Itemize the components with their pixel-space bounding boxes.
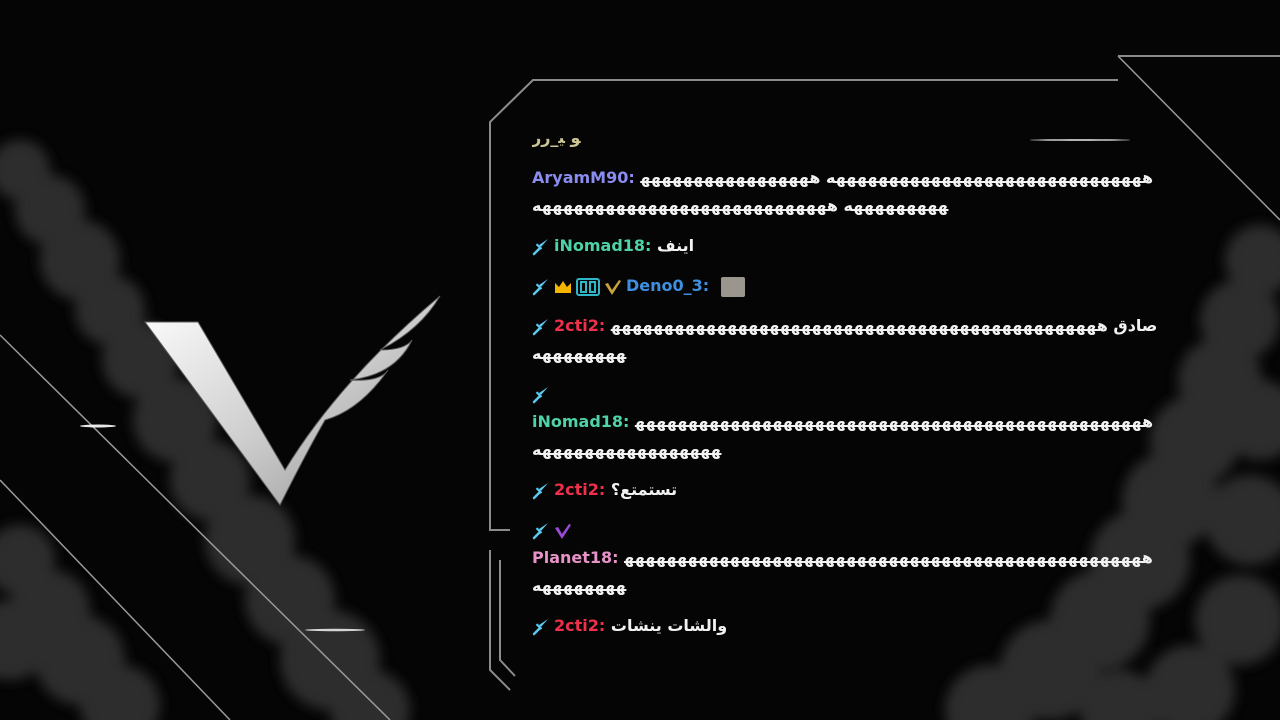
chat-username[interactable]: iNomad18: — [532, 412, 630, 431]
chat-message: Deno0_3: — [532, 272, 1162, 300]
chat-emote-icon — [720, 276, 745, 297]
sword-badge-icon — [532, 238, 548, 255]
chat-message: Planet18: هههههههههههههههههههههههههههههه… — [532, 516, 1162, 600]
chat-message-text: ههههههههههههههههههههههههههههههه هههههههه… — [532, 168, 1154, 215]
cloud-texture-right — [945, 225, 1280, 720]
chat-username[interactable]: 2cti2: — [554, 480, 606, 499]
chat-panel[interactable]: ﻮ ﻴ_ﺯﺯ AryamM90: هههههههههههههههههههههههه… — [532, 138, 1162, 638]
badge-group — [532, 480, 554, 499]
sword-badge-icon — [532, 522, 548, 539]
purple-check-badge-icon — [555, 523, 571, 539]
chat-message-text: صادق ههههههههههههههههههههههههههههههههههه… — [532, 316, 1158, 363]
chat-username[interactable]: 2cti2: — [554, 616, 606, 635]
chat-message-text: هههههههههههههههههههههههههههههههههههههههه… — [532, 548, 1153, 595]
crown-badge-icon — [555, 280, 571, 293]
gold-check-badge-icon — [605, 279, 621, 295]
chat-message: ﻮ ﻴ_ﺯﺯ — [532, 138, 1162, 152]
chat-username[interactable]: Deno0_3: — [626, 276, 710, 295]
chat-username[interactable]: 2cti2: — [554, 316, 606, 335]
box-badge-icon — [576, 277, 600, 296]
badge-group — [532, 276, 626, 296]
badge-group — [532, 380, 1162, 408]
badge-group — [532, 236, 554, 255]
chat-message: 2cti2: والشات ينشات — [532, 612, 1162, 638]
chat-message-text: ﻮ ﻴ_ﺯﺯ — [532, 138, 581, 147]
winged-v-logo-icon — [144, 295, 441, 506]
chat-username[interactable]: AryamM90: — [532, 168, 635, 187]
chat-message-text: والشات ينشات — [610, 616, 728, 635]
badge-group — [532, 616, 554, 635]
chat-username[interactable]: iNomad18: — [554, 236, 652, 255]
chat-message: iNomad18: هههههههههههههههههههههههههههههه… — [532, 380, 1162, 464]
badge-group — [532, 316, 554, 335]
chat-message-text: تستمتع؟ — [610, 480, 678, 499]
light-glints — [80, 139, 1130, 632]
cloud-texture-left — [0, 140, 410, 720]
chat-frame — [489, 55, 1280, 691]
chat-message-text: اينف — [657, 236, 695, 255]
light-streaks — [0, 55, 1280, 720]
chat-message-text: هههههههههههههههههههههههههههههههههههههههه… — [532, 412, 1154, 459]
chat-message: 2cti2: صادق هههههههههههههههههههههههههههه… — [532, 312, 1162, 368]
sword-badge-icon — [532, 278, 548, 295]
chat-message: AryamM90: هههههههههههههههههههههههههههههه… — [532, 164, 1162, 220]
chat-message: iNomad18: اينف — [532, 232, 1162, 260]
chat-username[interactable]: Planet18: — [532, 548, 619, 567]
sword-badge-icon — [532, 482, 548, 499]
badge-group — [532, 516, 1162, 544]
sword-badge-icon — [532, 386, 548, 403]
sword-badge-icon — [532, 618, 548, 635]
chat-message: 2cti2: تستمتع؟ — [532, 476, 1162, 504]
sword-badge-icon — [532, 318, 548, 335]
